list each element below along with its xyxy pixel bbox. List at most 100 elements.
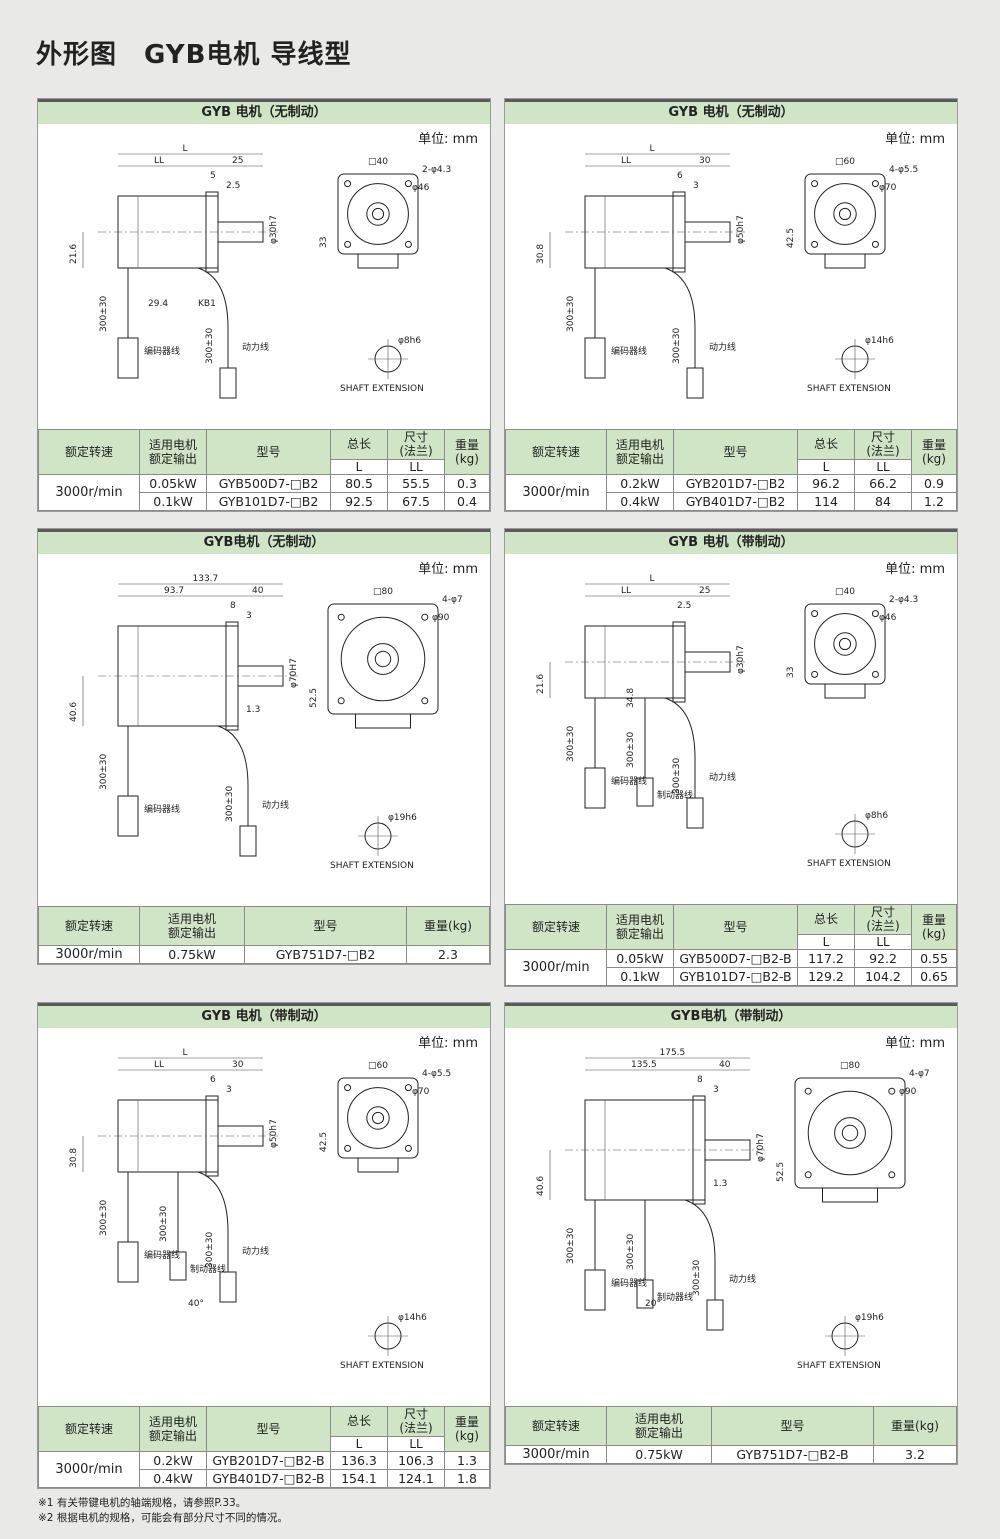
panel-heading: GYB 电机（带制动） [38,1003,490,1028]
dim-mounting-holes: 4-φ7 [909,1069,930,1079]
dim-shaft-dia: φ30h7 [269,215,279,244]
table-cell: 0.1kW [139,492,207,512]
header-speed: 额定转速 [505,1406,607,1446]
dim-LL: LL [621,156,631,166]
header-model: 型号 [711,1406,874,1446]
table-header-row: 额定转速适用电机 额定输出型号重量(kg) [505,1406,957,1446]
table-header-row: 额定转速适用电机 额定输出型号总长尺寸 (法兰)重量 (kg) [505,428,957,476]
motor-shaft [217,221,264,243]
header-output: 适用电机 额定输出 [606,1406,712,1446]
header-weight: 重量 (kg) [444,428,490,476]
dim-shaft-dia: φ30h7 [736,645,746,674]
dim-h2: 42.5 [786,228,796,248]
dim-cable-3: 300±30 [626,732,636,768]
power-cable [664,267,696,368]
dim-cable-1: 300±30 [99,754,109,790]
motor-shaft [684,651,731,673]
table-cell: GYB401D7-□B2 [673,492,798,512]
dim-shaft-extension: φ8h6 [865,811,888,821]
dim-shaft-dia: φ50h7 [736,215,746,244]
mounting-hole [344,1144,352,1152]
unit-label: 单位: mm [885,1036,945,1051]
dim-kb: KB1 [198,299,216,309]
dim-pcd: φ46 [879,613,897,623]
flange-shaft-end [371,207,385,221]
mounting-hole [404,1084,412,1092]
mounting-hole [871,610,879,618]
table-cell: 117.2 [797,949,855,969]
table-cell: 0.75kW [606,1445,712,1464]
table-cell: GYB101D7-□B2-B [673,967,798,987]
table-cell: GYB751D7-□B2 [244,945,407,964]
dim-mounting-holes: 4-φ5.5 [889,165,918,175]
dim-cable-2: 300±30 [225,786,235,822]
mounting-hole [811,240,819,248]
table-header-row: 额定转速适用电机 额定输出型号总长尺寸 (法兰)重量 (kg) [38,1405,490,1453]
mounting-hole [337,697,345,705]
dim-cable-1: 300±30 [566,296,576,332]
table-cell: 104.2 [854,967,912,987]
table-cell: 92.2 [854,949,912,969]
page-title: 外形图 GYB电机 导线型 [36,40,352,70]
header-size: 尺寸 (法兰) [387,1406,445,1437]
dim-h1: 30.8 [536,244,546,264]
dim-shaft-dia: φ70H7 [289,658,299,688]
dim-pcd: φ90 [432,613,450,623]
power-cable [197,267,229,368]
dim-cable-2: 300±30 [205,328,215,364]
power-connector [219,367,237,399]
header-L: L [330,1435,388,1453]
power-connector [239,825,257,857]
dim-c13: 1.3 [713,1179,727,1189]
table-cell: 3.2 [873,1445,957,1464]
dim-c: 3 [713,1085,719,1095]
dim-L: L [650,144,655,154]
dim-a: 40 [719,1060,731,1070]
table-cell: 0.05kW [139,474,207,494]
dim-c: 3 [693,181,699,191]
header-model: 型号 [244,906,407,946]
motor-shaft [684,221,731,243]
power-connector [686,797,704,829]
panel-heading: GYB 电机（无制动） [38,99,490,124]
dim-h1: 30.8 [69,1148,79,1168]
table-cell: 67.5 [387,492,445,512]
encoder-connector [117,337,139,379]
dim-h2: 52.5 [309,688,319,708]
label-power-cable: 动力线 [709,341,736,353]
header-size: 尺寸 (法兰) [854,429,912,460]
table-cell: 106.3 [387,1451,445,1471]
dim-angle: 20° [645,1299,661,1309]
footnote-2: ※2 根据电机的规格，可能会有部分尺寸不同的情况。 [38,1512,288,1524]
dim-cable-2: 300±30 [692,1260,702,1296]
flange-cable-outlet [822,1187,878,1203]
header-output: 适用电机 额定输出 [606,428,674,476]
table-cell: 0.4kW [139,1469,207,1489]
flange-cable-outlet [357,253,399,269]
panel-heading: GYB电机（无制动） [38,529,490,554]
table-header-row: 额定转速适用电机 额定输出型号总长尺寸 (法兰)重量 (kg) [38,428,490,476]
table-cell: 124.1 [387,1469,445,1489]
label-encoder-cable: 编码器线 [144,345,180,357]
dim-cable-3: 300±30 [626,1234,636,1270]
dim-b: 6 [677,171,683,181]
label-shaft-extension: SHAFT EXTENSION [797,1361,881,1371]
dim-LL: 93.7 [164,586,184,596]
header-L: L [330,458,388,476]
dim-b: 8 [230,601,236,611]
dim-flange-square: □80 [373,587,393,597]
dim-pcd: φ46 [412,183,430,193]
header-total-length: 总长 [330,1406,388,1437]
